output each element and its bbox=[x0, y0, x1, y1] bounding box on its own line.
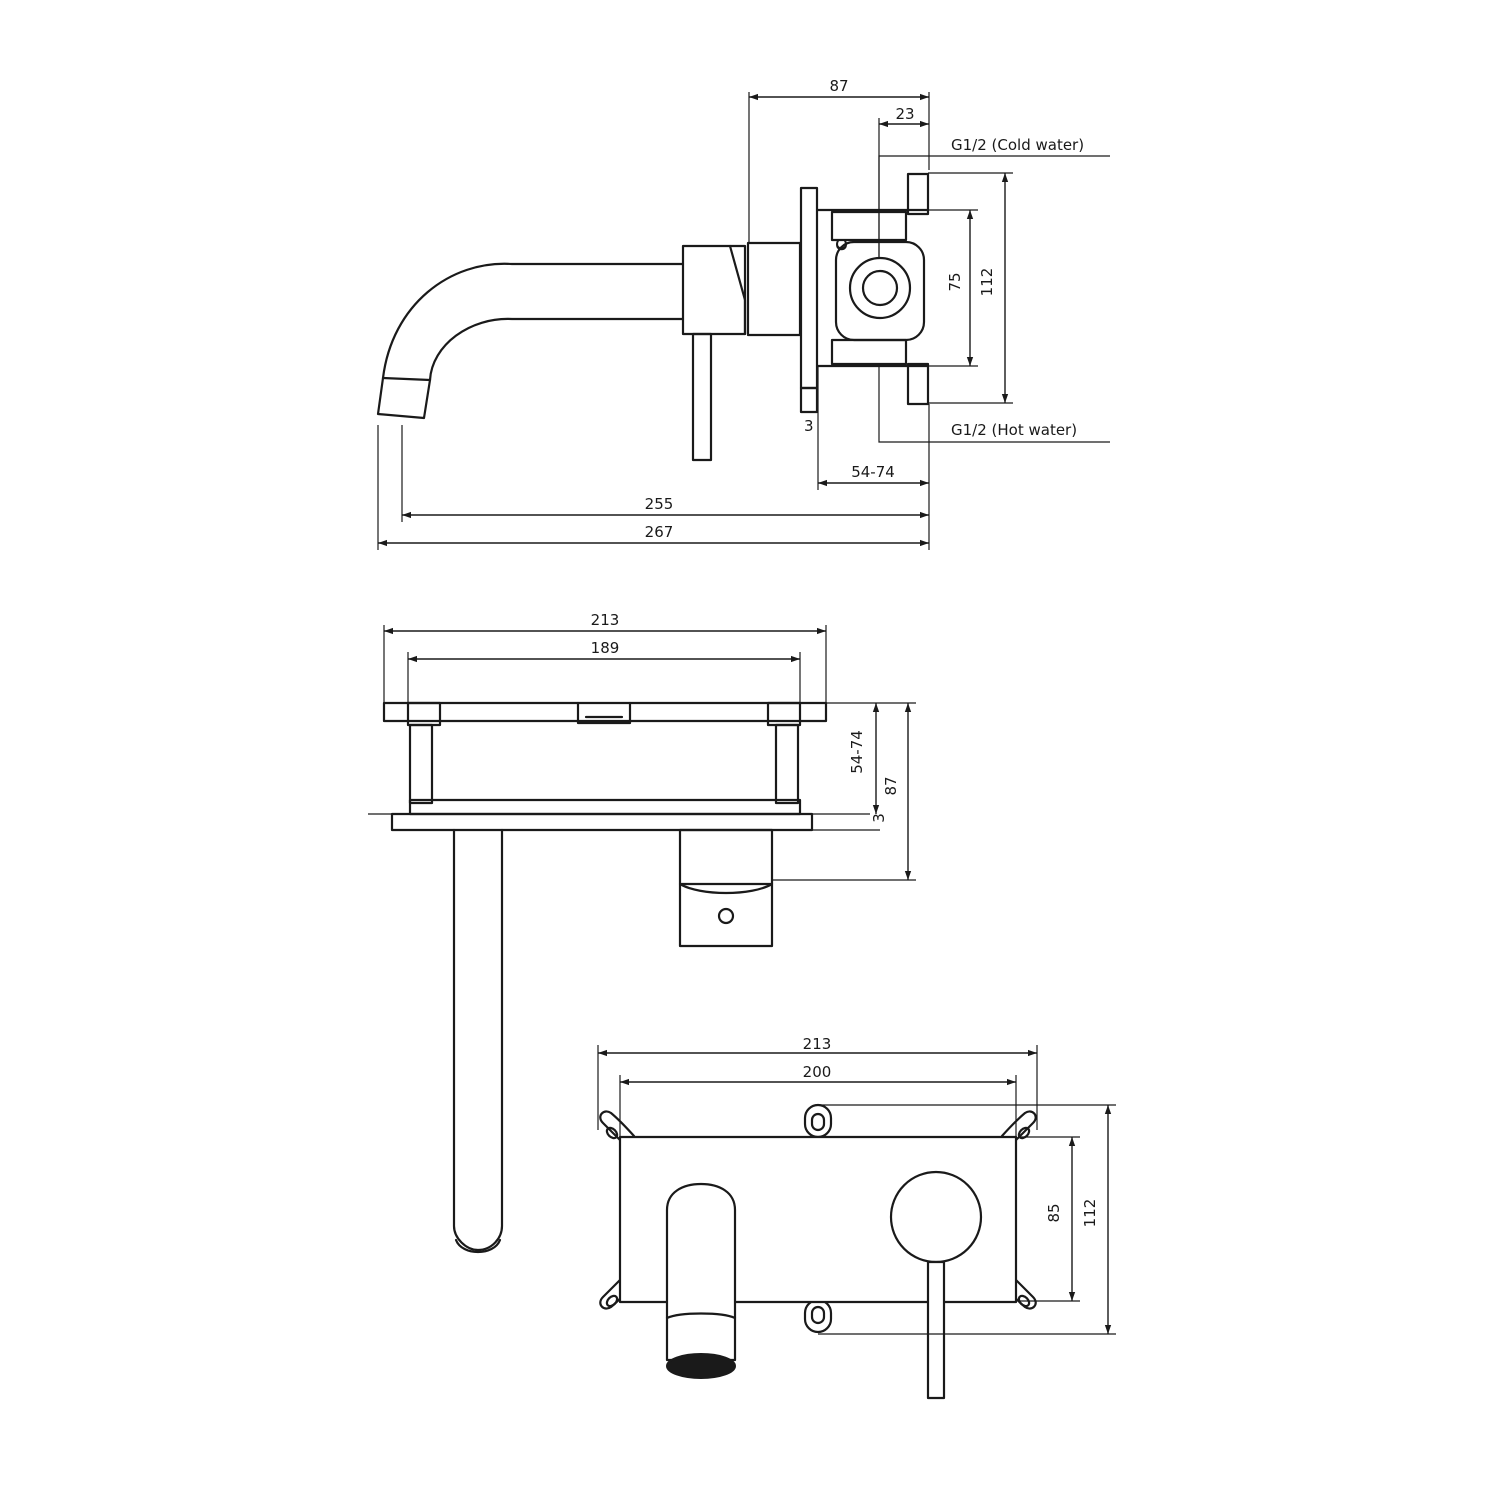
spout-front bbox=[665, 1182, 737, 1302]
dim-112-side: 112 bbox=[978, 268, 996, 297]
dim-54-74-top: 54-74 bbox=[848, 730, 866, 774]
dim-3-top: 3 bbox=[870, 813, 888, 823]
handle-lever-top bbox=[678, 882, 774, 948]
dim-255: 255 bbox=[645, 495, 674, 513]
spout-outlet bbox=[666, 1353, 736, 1379]
front-view: 213 200 85 112 bbox=[597, 1035, 1116, 1400]
dim-23: 23 bbox=[895, 105, 914, 123]
cold-water-label: G1/2 (Cold water) bbox=[951, 136, 1084, 154]
dim-267: 267 bbox=[645, 523, 674, 541]
top-view: 213 189 54-74 87 3 bbox=[368, 611, 916, 1253]
dim-213-front: 213 bbox=[803, 1035, 832, 1053]
dim-75: 75 bbox=[946, 272, 964, 291]
dim-189: 189 bbox=[591, 639, 620, 657]
bar-leg-left bbox=[408, 723, 434, 805]
cold-marker: C bbox=[833, 240, 851, 251]
spout-side bbox=[376, 262, 685, 420]
valve-body-side bbox=[681, 241, 802, 462]
mixer-box-side bbox=[816, 172, 930, 406]
dim-87-top: 87 bbox=[882, 776, 900, 795]
lug-top-right bbox=[1000, 1110, 1037, 1142]
handle-lever bbox=[926, 1260, 946, 1400]
side-view: C 87 23 G1/2 (Cold water) G1/2 (Hot wate… bbox=[376, 77, 1110, 550]
dim-87: 87 bbox=[829, 77, 848, 95]
bar-leg-right bbox=[774, 723, 800, 805]
cartridge-inner bbox=[861, 269, 899, 307]
dim-200: 200 bbox=[803, 1063, 832, 1081]
lug-top-left bbox=[599, 1110, 636, 1142]
plate-step bbox=[799, 386, 819, 414]
cover-plate-top bbox=[390, 812, 814, 832]
dim-3-side: 3 bbox=[804, 417, 814, 435]
dim-54-74-side: 54-74 bbox=[851, 463, 895, 481]
dim-213-top: 213 bbox=[591, 611, 620, 629]
box-base-top bbox=[408, 798, 802, 816]
spout-top bbox=[452, 828, 504, 1252]
lug-bottom-center bbox=[803, 1298, 833, 1334]
handle-knob bbox=[889, 1170, 983, 1264]
mounting-bar-top bbox=[382, 701, 828, 723]
handle-body-top bbox=[678, 828, 774, 886]
cartridge-outer bbox=[848, 256, 912, 320]
dim-85: 85 bbox=[1045, 1203, 1063, 1222]
lug-top-center bbox=[803, 1103, 833, 1139]
wall-plate-side bbox=[799, 186, 819, 390]
hot-water-label: G1/2 (Hot water) bbox=[951, 421, 1077, 439]
dim-112-front: 112 bbox=[1081, 1199, 1099, 1228]
